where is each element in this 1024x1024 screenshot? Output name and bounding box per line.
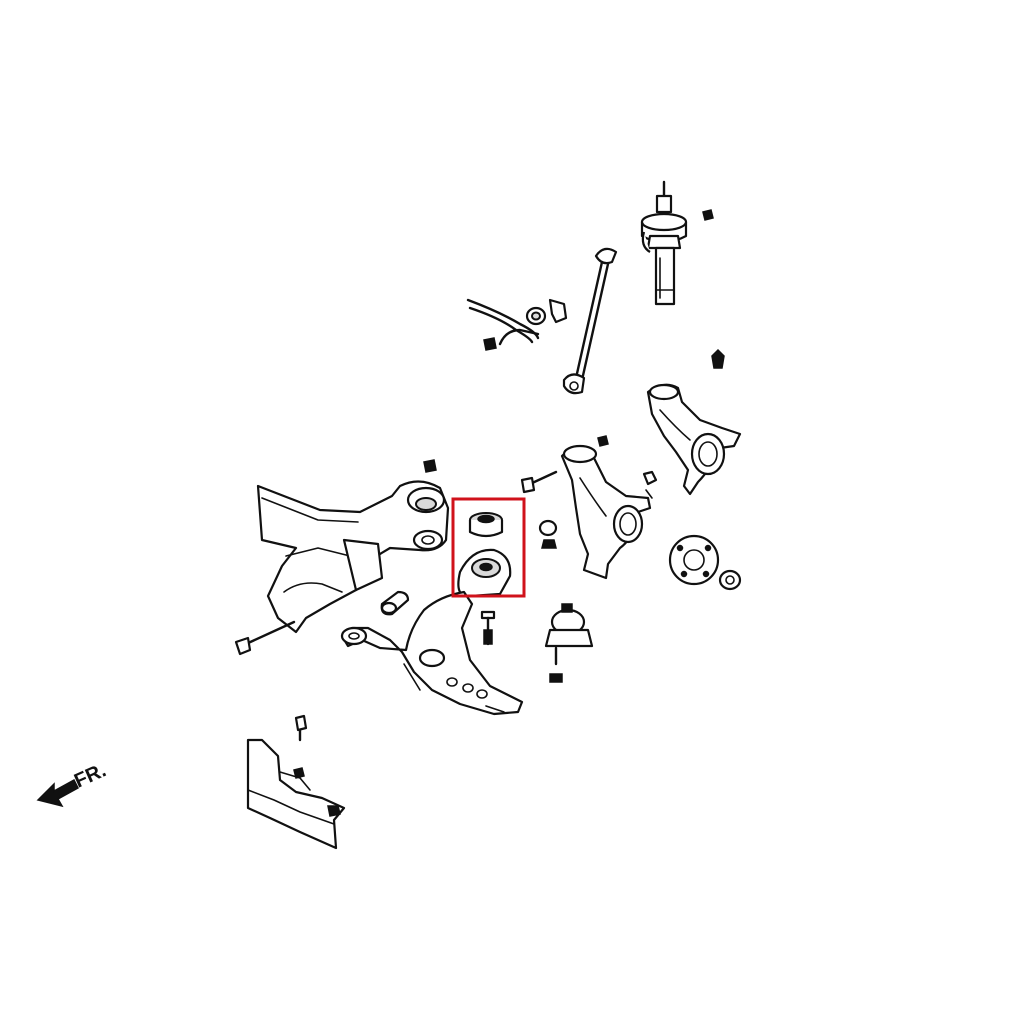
steering-knuckle-front xyxy=(560,435,652,580)
subframe xyxy=(256,459,450,634)
highlight-box xyxy=(451,497,526,598)
direction-label: FR. xyxy=(71,759,109,792)
stabilizer-bar xyxy=(466,298,540,351)
lower-control-arm xyxy=(340,548,524,716)
wheel-hub xyxy=(668,534,742,591)
stabilizer-bushing xyxy=(525,298,568,326)
splash-shield xyxy=(246,714,346,850)
front-direction-indicator: FR. xyxy=(36,759,109,808)
ball-joint-cap xyxy=(538,519,558,549)
ball-joint xyxy=(544,603,594,683)
arrow-left-icon xyxy=(36,778,79,808)
front-bushing xyxy=(380,590,410,616)
arm-bolt xyxy=(480,610,496,646)
cotter-pin xyxy=(645,489,653,499)
stabilizer-link xyxy=(562,247,618,395)
subframe-bolt xyxy=(234,620,296,656)
steering-knuckle-rear xyxy=(646,383,742,496)
strut-assembly xyxy=(640,180,714,306)
nut xyxy=(711,348,725,369)
highlighted-bushing xyxy=(468,512,504,538)
nut xyxy=(642,470,658,486)
knuckle-bolt xyxy=(520,470,558,494)
